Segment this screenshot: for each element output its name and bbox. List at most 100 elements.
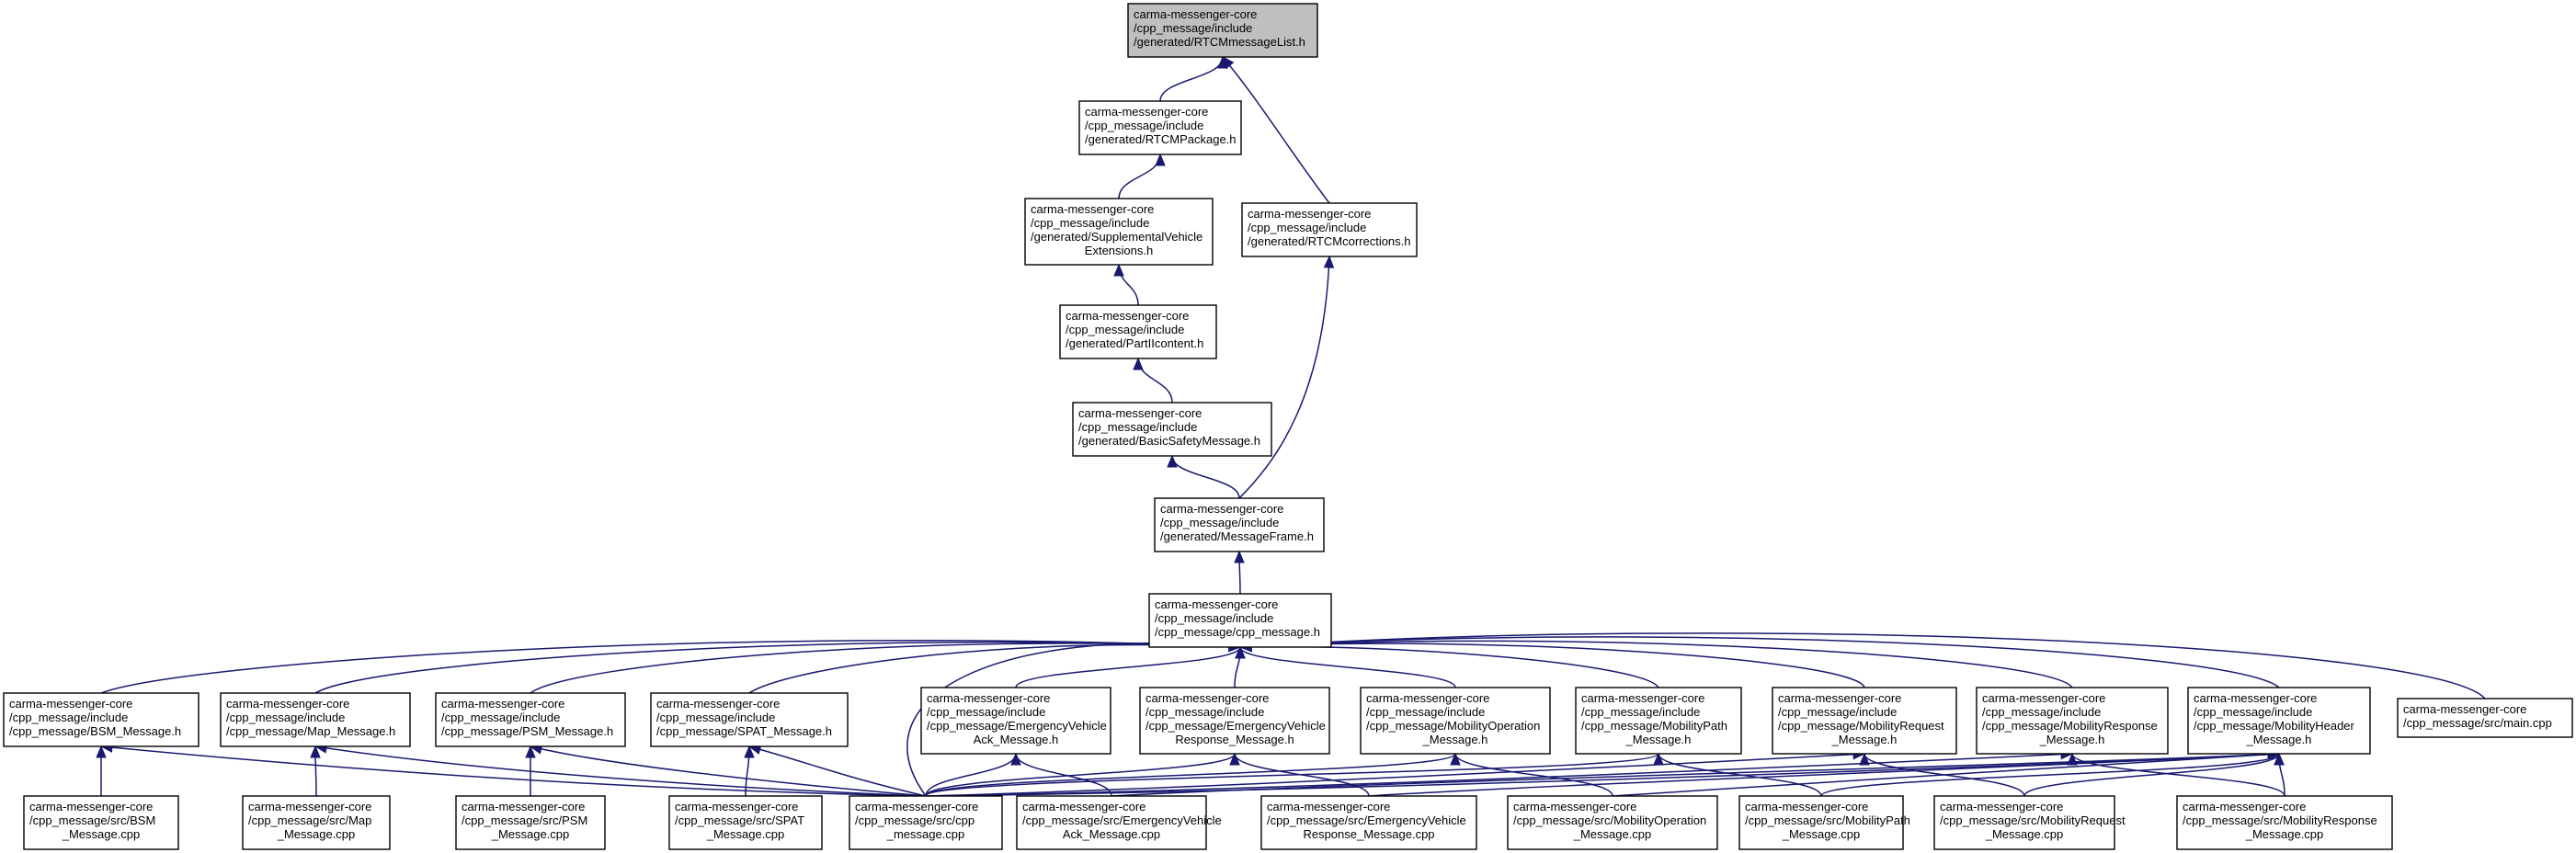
file-node-mob-op-h[interactable]: carma-messenger-core/cpp_message/include… <box>1360 687 1551 755</box>
file-node-main-cpp[interactable]: carma-messenger-core/cpp_message/src/mai… <box>2397 698 2573 738</box>
file-node-mob-header-h[interactable]: carma-messenger-core/cpp_message/include… <box>2187 687 2371 755</box>
node-label-line: /cpp_message/include <box>1581 705 1700 719</box>
node-label-line: carma-messenger-core <box>1267 800 1390 813</box>
node-label-line: /cpp_message/include <box>226 711 345 724</box>
file-node-mob-op-cpp[interactable]: carma-messenger-core/cpp_message/src/Mob… <box>1507 795 1718 850</box>
file-node-ev-resp-h[interactable]: carma-messenger-core/cpp_message/include… <box>1139 687 1330 755</box>
node-label-line: /cpp_message/MobilityRequest <box>1778 719 1944 733</box>
arrowhead <box>1155 153 1166 166</box>
arrowhead <box>1133 357 1144 370</box>
dependency-edge <box>314 745 927 797</box>
node-box[interactable] <box>1933 795 2115 850</box>
arrowhead <box>96 745 107 758</box>
node-box[interactable] <box>2397 698 2573 738</box>
dependency-edge <box>1137 358 1173 404</box>
file-node-map-h[interactable]: carma-messenger-core/cpp_message/include… <box>220 692 411 747</box>
dependency-edge <box>925 753 1456 797</box>
file-node-psm-h[interactable]: carma-messenger-core/cpp_message/include… <box>435 692 626 747</box>
node-label-line: /cpp_message/src/main.cpp <box>2403 716 2552 730</box>
node-box[interactable] <box>1139 687 1330 755</box>
file-node-partii-content[interactable]: carma-messenger-core/cpp_message/include… <box>1059 304 1217 359</box>
dependency-edge <box>1239 645 1659 688</box>
node-box[interactable] <box>1016 795 1207 850</box>
file-node-mob-req-cpp[interactable]: carma-messenger-core/cpp_message/src/Mob… <box>1933 795 2126 850</box>
node-box[interactable] <box>849 795 1003 850</box>
node-box[interactable] <box>3 692 199 747</box>
node-label-line: carma-messenger-core <box>1513 800 1636 813</box>
node-box[interactable] <box>650 692 849 747</box>
node-box[interactable] <box>2176 795 2393 850</box>
node-label-line: _Message.h <box>2039 733 2105 746</box>
node-box[interactable] <box>1360 687 1551 755</box>
node-box[interactable] <box>1772 687 1957 755</box>
file-node-rtcm-list[interactable]: carma-messenger-core/cpp_message/include… <box>1127 3 1318 58</box>
node-label-line: /cpp_message/include <box>1366 705 1485 719</box>
node-box[interactable] <box>1078 100 1242 155</box>
file-node-cpp-message-cpp[interactable]: carma-messenger-core/cpp_message/src/cpp… <box>849 795 1003 850</box>
node-label-line: carma-messenger-core <box>248 800 371 813</box>
node-box[interactable] <box>435 692 626 747</box>
file-node-ev-ack-cpp[interactable]: carma-messenger-core/cpp_message/src/Eme… <box>1016 795 1222 850</box>
node-label-line: /cpp_message/include <box>1778 705 1897 719</box>
node-label-line: carma-messenger-core <box>2194 691 2317 705</box>
dependency-edge <box>1612 753 2280 797</box>
node-label-line: _Message.cpp <box>1782 827 1861 841</box>
node-box[interactable] <box>920 687 1111 755</box>
node-label-line: /cpp_message/src/MobilityPath <box>1745 813 1910 827</box>
node-label-line: /cpp_message/cpp_message.h <box>1155 625 1320 639</box>
node-label-line: /cpp_message/include <box>1085 119 1203 132</box>
node-box[interactable] <box>1024 198 1214 266</box>
file-node-ev-resp-cpp[interactable]: carma-messenger-core/cpp_message/src/Eme… <box>1260 795 1477 850</box>
node-box[interactable] <box>2187 687 2371 755</box>
file-node-bsm-cpp[interactable]: carma-messenger-core/cpp_message/src/BSM… <box>23 795 179 850</box>
file-node-map-cpp[interactable]: carma-messenger-core/cpp_message/src/Map… <box>242 795 391 850</box>
file-node-spat-cpp[interactable]: carma-messenger-core/cpp_message/src/SPA… <box>668 795 823 850</box>
node-label-line: /cpp_message/EmergencyVehicle <box>1146 719 1326 733</box>
file-node-cpp-message-h[interactable]: carma-messenger-core/cpp_message/include… <box>1148 593 1332 648</box>
node-box[interactable] <box>1507 795 1718 850</box>
node-label-line: /cpp_message/include <box>441 711 560 724</box>
node-label-line: /cpp_message/src/MobilityRequest <box>1940 813 2126 827</box>
node-box[interactable] <box>23 795 179 850</box>
node-box[interactable] <box>1059 304 1217 359</box>
file-node-mob-resp-h[interactable]: carma-messenger-core/cpp_message/include… <box>1976 687 2169 755</box>
node-label-line: /cpp_message/include <box>1248 221 1366 234</box>
node-box[interactable] <box>455 795 606 850</box>
arrowhead <box>2274 752 2285 766</box>
node-label-line: /cpp_message/include <box>1031 216 1149 230</box>
node-label-line: /cpp_message/include <box>9 711 128 724</box>
node-box[interactable] <box>1738 795 1904 850</box>
dependency-edge <box>1239 640 2073 688</box>
file-node-supp-vehicle-ext[interactable]: carma-messenger-core/cpp_message/include… <box>1024 198 1214 266</box>
node-box[interactable] <box>1127 3 1318 58</box>
file-node-mob-path-h[interactable]: carma-messenger-core/cpp_message/include… <box>1575 687 1742 755</box>
node-label-line: _Message.h <box>1625 733 1692 746</box>
node-label-line: /generated/PartIIcontent.h <box>1066 336 1203 350</box>
file-node-rtcm-package[interactable]: carma-messenger-core/cpp_message/include… <box>1078 100 1242 155</box>
file-node-psm-cpp[interactable]: carma-messenger-core/cpp_message/src/PSM… <box>455 795 606 850</box>
node-box[interactable] <box>220 692 411 747</box>
file-node-ev-ack-h[interactable]: carma-messenger-core/cpp_message/include… <box>920 687 1111 755</box>
node-box[interactable] <box>1575 687 1742 755</box>
node-box[interactable] <box>1148 593 1332 648</box>
node-box[interactable] <box>1241 202 1418 257</box>
file-node-mob-resp-cpp[interactable]: carma-messenger-core/cpp_message/src/Mob… <box>2176 795 2393 850</box>
file-node-message-frame[interactable]: carma-messenger-core/cpp_message/include… <box>1154 497 1325 552</box>
file-node-basic-safety-message[interactable]: carma-messenger-core/cpp_message/include… <box>1072 402 1272 457</box>
node-box[interactable] <box>1072 402 1272 457</box>
node-label-line: /cpp_message/src/MobilityResponse <box>2183 813 2377 827</box>
node-box[interactable] <box>1976 687 2169 755</box>
node-label-line: /cpp_message/MobilityPath <box>1581 719 1727 733</box>
file-node-rtcm-corrections[interactable]: carma-messenger-core/cpp_message/include… <box>1241 202 1418 257</box>
file-node-mob-req-h[interactable]: carma-messenger-core/cpp_message/include… <box>1772 687 1957 755</box>
file-node-mob-path-cpp[interactable]: carma-messenger-core/cpp_message/src/Mob… <box>1738 795 1910 850</box>
file-node-spat-h[interactable]: carma-messenger-core/cpp_message/include… <box>650 692 849 747</box>
node-box[interactable] <box>1260 795 1477 850</box>
node-box[interactable] <box>242 795 391 850</box>
file-node-bsm-h[interactable]: carma-messenger-core/cpp_message/include… <box>3 692 199 747</box>
node-box[interactable] <box>668 795 823 850</box>
dependency-edge <box>100 639 1241 694</box>
node-label-line: /cpp_message/src/EmergencyVehicle <box>1267 813 1466 827</box>
node-box[interactable] <box>1154 497 1325 552</box>
